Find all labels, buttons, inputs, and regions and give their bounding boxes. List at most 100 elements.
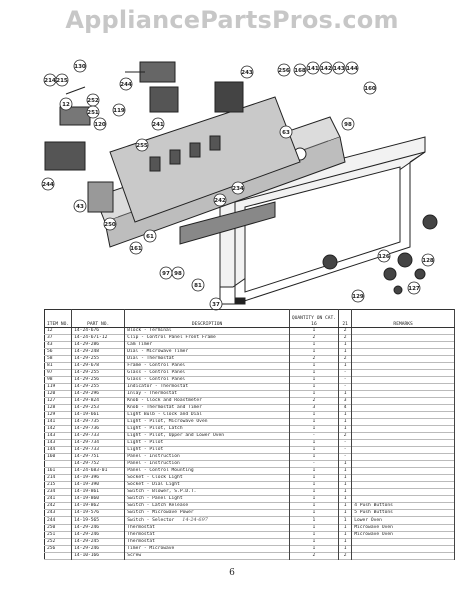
cell-quantity-16: 1 bbox=[289, 390, 340, 398]
cell-part-no: 14-24-671-12 bbox=[71, 334, 126, 342]
cell-quantity-16: 1 bbox=[289, 531, 340, 539]
cell-item-no: 119 bbox=[44, 383, 73, 391]
cell-description: Light Bulb - Clock and Dial bbox=[124, 411, 290, 419]
callout-126: 126 bbox=[377, 249, 391, 263]
svg-text:255: 255 bbox=[136, 143, 148, 149]
cell-quantity-16: 1 bbox=[289, 488, 340, 496]
svg-text:119: 119 bbox=[113, 108, 125, 114]
cell-item-no: 98 bbox=[44, 376, 73, 384]
cell-part-no: 14-29-246 bbox=[71, 524, 126, 532]
callout-243: 243 bbox=[240, 65, 254, 79]
callout-214: 214 bbox=[43, 73, 57, 87]
cell-quantity-16: 1 bbox=[289, 545, 340, 553]
cell-part-no: 14-19-661 bbox=[71, 411, 126, 419]
svg-text:244: 244 bbox=[120, 82, 132, 88]
cell-part-no: 14-29-736 bbox=[71, 425, 126, 433]
cell-quantity-16: 1 bbox=[289, 369, 340, 377]
cell-part-no: 14-19-576 bbox=[71, 509, 126, 517]
cell-quantity-21: 1 bbox=[338, 474, 353, 482]
cell-item-no: 128 bbox=[44, 404, 73, 412]
cell-quantity-16: 2 bbox=[289, 334, 340, 342]
cell-quantity-21: 1 bbox=[338, 348, 353, 356]
callout-244a: 244 bbox=[119, 77, 133, 91]
cell-item-no: 127 bbox=[44, 397, 73, 405]
cell-part-no: 14-29-733 bbox=[71, 432, 126, 440]
cell-quantity-21: - bbox=[338, 446, 353, 454]
cell-item-no: 143 bbox=[44, 439, 73, 447]
svg-text:243: 243 bbox=[241, 70, 253, 76]
svg-text:130: 130 bbox=[74, 64, 86, 70]
callout-251: 251 bbox=[86, 105, 100, 119]
cell-item-no bbox=[44, 460, 73, 468]
cell-quantity-21: 1 bbox=[338, 341, 353, 349]
svg-text:37: 37 bbox=[212, 302, 220, 308]
callout-43: 43 bbox=[73, 199, 87, 213]
header-part-no: PART NO. bbox=[71, 309, 126, 328]
callout-98a: 98 bbox=[341, 117, 355, 131]
cell-description: Inlay - Thermostat bbox=[124, 390, 290, 398]
svg-text:98: 98 bbox=[344, 122, 352, 128]
callout-242: 242 bbox=[213, 193, 227, 207]
cell-remarks bbox=[351, 376, 455, 384]
cell-item-no: 142 bbox=[44, 425, 73, 433]
cell-item-no: 129 bbox=[44, 411, 73, 419]
cell-remarks bbox=[351, 418, 455, 426]
cell-quantity-16: 3 bbox=[289, 404, 340, 412]
callout-120: 120 bbox=[93, 117, 107, 131]
svg-text:120: 120 bbox=[94, 122, 106, 128]
svg-text:252: 252 bbox=[87, 98, 99, 104]
cell-remarks bbox=[351, 446, 455, 454]
cell-description: Knob - Clock and Roastmeter bbox=[124, 397, 290, 405]
callout-161: 161 bbox=[129, 241, 143, 255]
cell-quantity-21: 1 bbox=[338, 418, 353, 426]
callout-81: 81 bbox=[191, 278, 205, 292]
cell-quantity-21: 2 bbox=[338, 432, 353, 440]
callout-160: 160 bbox=[363, 81, 377, 95]
cell-remarks bbox=[351, 390, 455, 398]
cell-quantity-21: - bbox=[338, 369, 353, 377]
svg-text:214: 214 bbox=[44, 78, 56, 84]
cell-part-no: 14-29-733 bbox=[71, 446, 126, 454]
handwritten-note: 14-24-697 bbox=[182, 517, 208, 523]
cell-quantity-16: 1 bbox=[289, 467, 340, 475]
cell-quantity-21: 1 bbox=[338, 411, 353, 419]
svg-text:127: 127 bbox=[408, 286, 420, 292]
cell-description: Light - Pilot bbox=[124, 439, 290, 447]
diagram-artwork bbox=[44, 61, 438, 305]
cell-part-no: 14-29-255 bbox=[71, 369, 126, 377]
cell-description: Panel - Instruction bbox=[124, 460, 290, 468]
cell-quantity-21: 2 bbox=[338, 334, 353, 342]
cell-item-no: 215 bbox=[44, 481, 73, 489]
cell-quantity-21: 1 bbox=[338, 524, 353, 532]
cell-description: Frame - Control Panel bbox=[124, 362, 290, 370]
header-item-no: ITEM NO. bbox=[44, 309, 73, 328]
cell-quantity-21: 3 bbox=[338, 397, 353, 405]
cell-quantity-21: 1 bbox=[338, 538, 353, 546]
header-remarks: REMARKS bbox=[351, 309, 455, 328]
callout-61: 61 bbox=[143, 229, 157, 243]
cell-quantity-21: 4 bbox=[338, 404, 353, 412]
cell-description: Glass - Control Panel bbox=[124, 369, 290, 377]
cell-part-no: 14-29-248 bbox=[71, 348, 126, 356]
cell-description: Glass - Control Panel bbox=[124, 376, 290, 384]
cell-remarks: Lower Oven bbox=[351, 516, 455, 525]
callout-142: 142 bbox=[319, 61, 333, 75]
cell-part-no: 14-29-246 bbox=[71, 545, 126, 553]
callout-215: 215 bbox=[55, 73, 69, 87]
cell-quantity-21: 1 bbox=[338, 545, 353, 553]
svg-text:215: 215 bbox=[56, 78, 68, 84]
cell-description: Panel - Instruction bbox=[124, 453, 290, 461]
svg-text:141: 141 bbox=[307, 66, 319, 72]
table-header-row: ITEM NO. PART NO. DESCRIPTION QUANTITY O… bbox=[44, 309, 455, 328]
